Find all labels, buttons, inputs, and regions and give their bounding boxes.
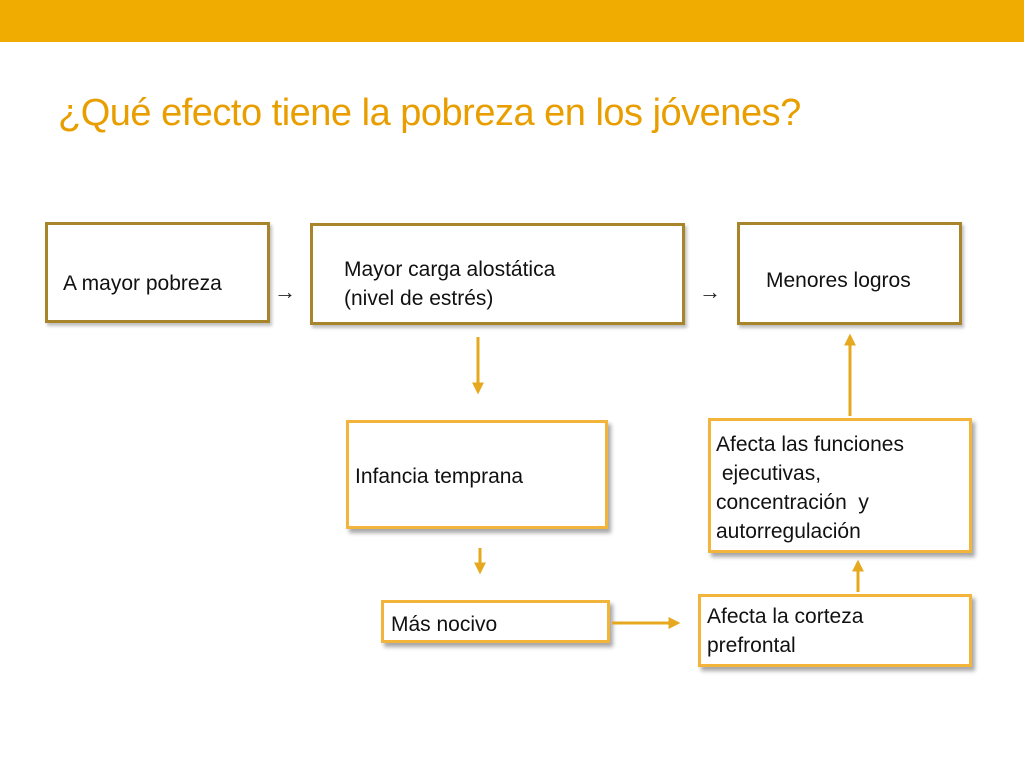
node-early-childhood-label: Infancia temprana (355, 465, 524, 488)
node-poverty-label: A mayor pobreza (63, 272, 222, 295)
node-executive-functions-line: autorregulación (716, 520, 861, 543)
arrow-right-icon: → (274, 279, 296, 304)
node-executive-functions-line: ejecutivas, (716, 462, 822, 485)
node-allostatic-load-line: (nivel de estrés) (344, 287, 494, 310)
node-allostatic-load-line: Mayor carga alostática (344, 258, 556, 281)
node-more-harmful-label: Más nocivo (391, 613, 498, 636)
node-more-harmful: Más nocivo (381, 600, 610, 643)
node-achievement-label: Menores logros (766, 269, 911, 292)
node-executive-functions: Afecta las funciones ejecutivas, concent… (708, 418, 972, 553)
node-executive-functions-line: Afecta las funciones (716, 433, 904, 456)
top-accent-bar (0, 0, 1024, 42)
node-prefrontal-cortex-line: Afecta la corteza (707, 605, 864, 628)
node-prefrontal-cortex: Afecta la corteza prefrontal (698, 594, 972, 667)
slide-title: ¿Qué efecto tiene la pobreza en los jóve… (58, 92, 801, 134)
node-early-childhood: Infancia temprana (346, 420, 608, 529)
node-achievement: Menores logros (737, 222, 962, 325)
node-prefrontal-cortex-line: prefrontal (707, 634, 796, 657)
arrow-right-icon: → (699, 279, 721, 304)
node-poverty: A mayor pobreza (45, 222, 270, 323)
node-allostatic-load: Mayor carga alostática (nivel de estrés) (310, 223, 685, 325)
node-executive-functions-line: concentración y (716, 491, 869, 514)
